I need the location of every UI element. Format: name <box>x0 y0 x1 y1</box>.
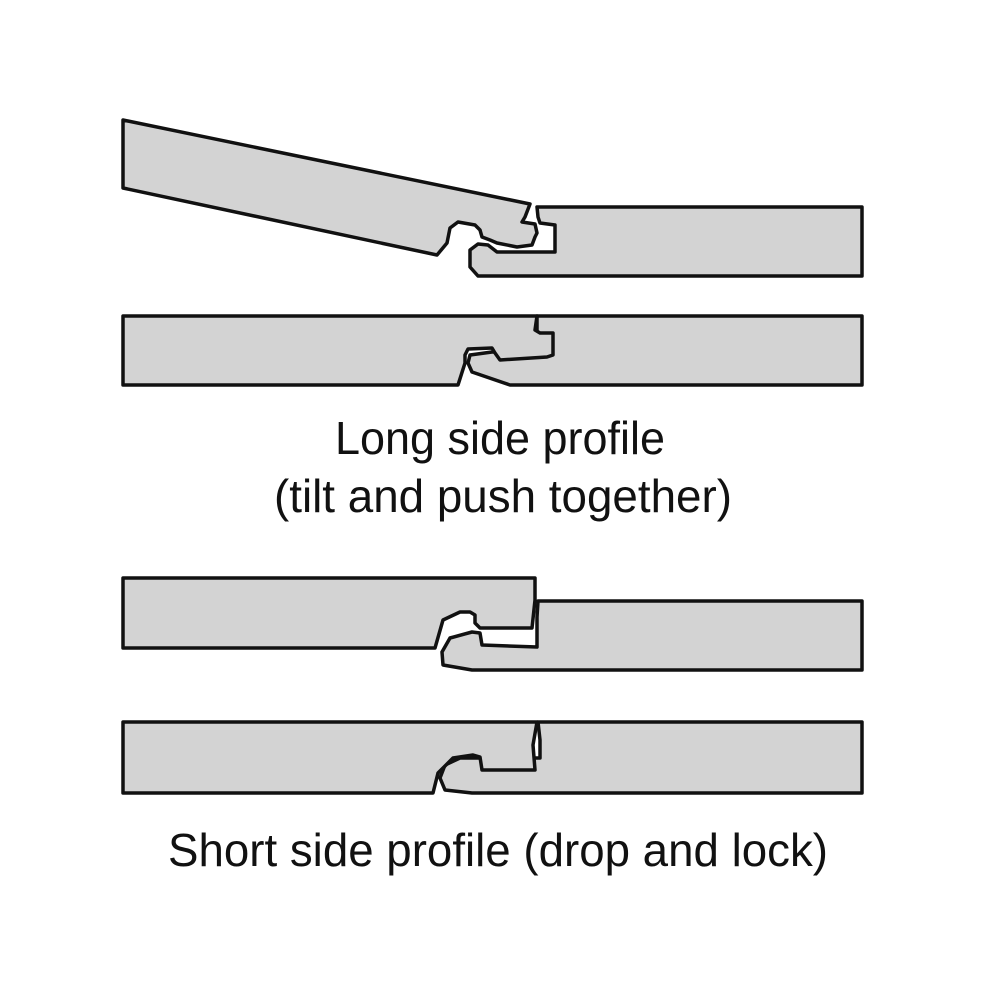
left-board-tilted <box>121 118 539 257</box>
right-board <box>468 205 864 278</box>
long-side-subtitle: (tilt and push together) <box>274 470 732 522</box>
short-side-drop-joint <box>121 576 864 672</box>
right-board <box>438 720 864 795</box>
long-side-locked-joint <box>121 314 864 387</box>
left-board <box>121 314 555 387</box>
long-side-tilted-joint <box>121 118 864 278</box>
right-board <box>440 599 864 672</box>
short-side-locked-joint <box>121 720 864 795</box>
short-side-title: Short side profile (drop and lock) <box>168 824 828 876</box>
left-board <box>121 720 539 795</box>
left-board <box>121 576 537 650</box>
long-side-title: Long side profile <box>335 412 665 464</box>
